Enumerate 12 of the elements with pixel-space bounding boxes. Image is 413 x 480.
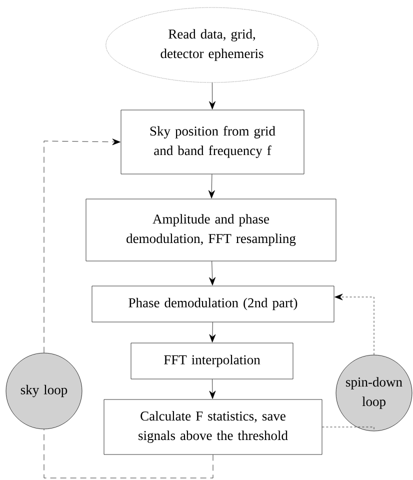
arrow (44, 138, 120, 353)
process-box: FFT interpolation (130, 342, 294, 380)
process-box: Phase demodulation (2nd part) (92, 286, 334, 322)
process-box: Amplitude and phase demodulation, FFT resampling (86, 198, 336, 262)
arrow (209, 261, 216, 286)
process-box: Calculate F statistics, save signals above the threshold (104, 399, 322, 455)
arrow (209, 82, 216, 110)
arrow (208, 174, 215, 198)
arrow (209, 322, 216, 342)
arrow (334, 294, 374, 355)
process-box: Sky position from grid and band frequency f (120, 110, 304, 174)
arrow (209, 379, 216, 399)
